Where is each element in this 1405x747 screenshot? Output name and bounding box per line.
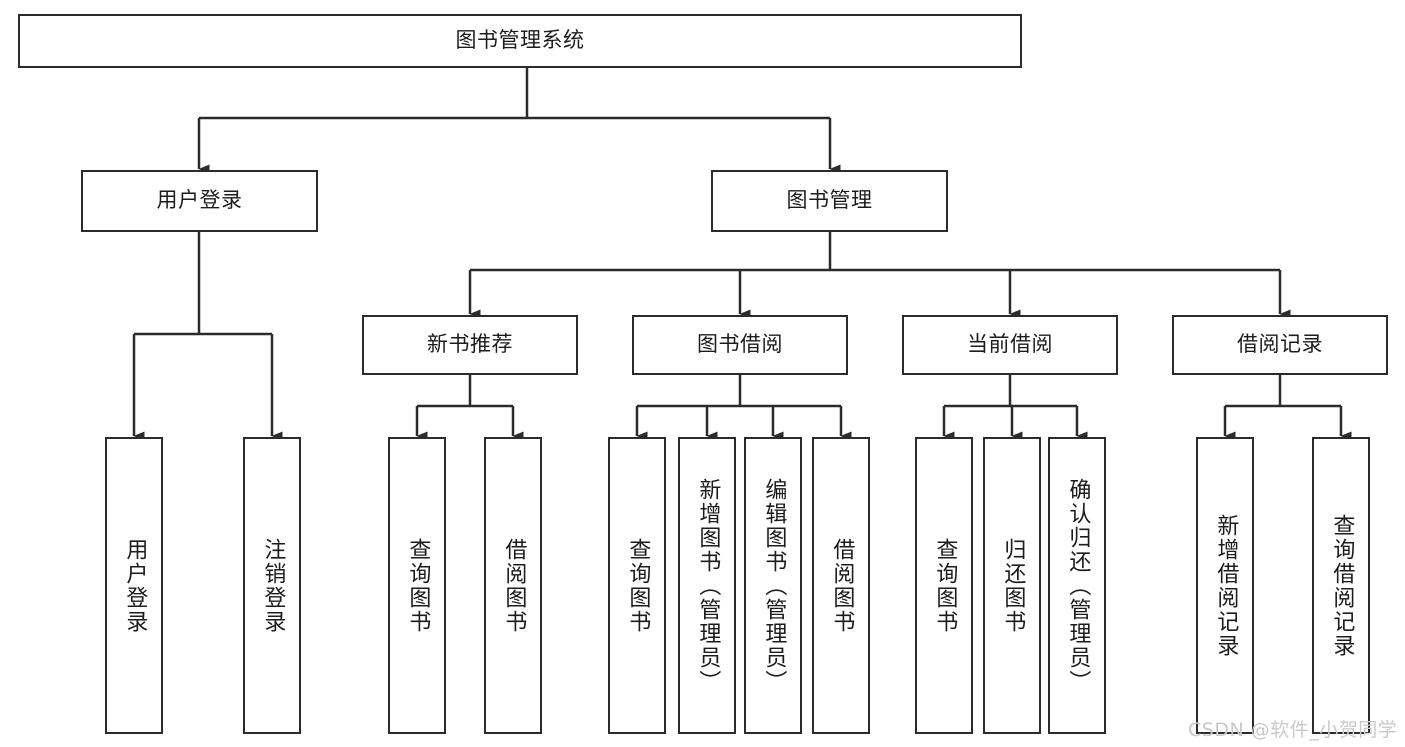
node-leaf-edit-book-label: 编辑图书（管理员） <box>761 477 787 694</box>
node-leaf-return-book-label: 归还图书 <box>1000 537 1026 634</box>
node-book-manage[interactable]: 图书管理 <box>711 170 948 232</box>
node-book-borrow[interactable]: 图书借阅 <box>632 315 848 375</box>
node-leaf-confirm-return[interactable]: 确认归还（管理员） <box>1048 437 1106 734</box>
node-leaf-borrow-book-1-label: 借阅图书 <box>501 537 527 634</box>
edge-group <box>132 68 1352 441</box>
node-current-borrow[interactable]: 当前借阅 <box>902 315 1118 375</box>
node-leaf-query-book-2-label: 查询图书 <box>625 537 651 634</box>
edge-trunk-book-manage <box>470 232 1280 272</box>
edge-trunk-current-borrow <box>944 375 1077 408</box>
node-book-manage-label: 图书管理 <box>786 188 873 213</box>
node-leaf-query-borrow-record[interactable]: 查询借阅记录 <box>1312 437 1370 734</box>
node-leaf-query-book-1-label: 查询图书 <box>405 537 431 634</box>
node-leaf-query-book-3[interactable]: 查询图书 <box>915 437 973 734</box>
node-leaf-edit-book[interactable]: 编辑图书（管理员） <box>744 437 802 734</box>
node-leaf-add-borrow-record[interactable]: 新增借阅记录 <box>1196 437 1254 734</box>
node-leaf-user-login[interactable]: 用户登录 <box>105 437 163 734</box>
node-leaf-user-login-label: 用户登录 <box>122 537 148 634</box>
node-new-book-recommend[interactable]: 新书推荐 <box>362 315 578 375</box>
node-leaf-query-borrow-record-label: 查询借阅记录 <box>1329 513 1355 658</box>
node-user-login-label: 用户登录 <box>156 188 243 213</box>
node-leaf-return-book[interactable]: 归还图书 <box>983 437 1041 734</box>
node-leaf-logout[interactable]: 注销登录 <box>243 437 301 734</box>
node-leaf-add-book[interactable]: 新增图书（管理员） <box>678 437 736 734</box>
edge-trunk-new-book-recommend <box>417 375 513 408</box>
edge-trunk-root <box>199 68 830 120</box>
edge-trunk-user-login <box>134 232 272 336</box>
node-user-login[interactable]: 用户登录 <box>81 170 318 232</box>
node-leaf-confirm-return-label: 确认归还（管理员） <box>1065 477 1091 694</box>
node-leaf-query-book-1[interactable]: 查询图书 <box>388 437 446 734</box>
node-book-borrow-label: 图书借阅 <box>697 332 783 357</box>
node-borrow-record-label: 借阅记录 <box>1237 332 1323 357</box>
node-leaf-add-borrow-record-label: 新增借阅记录 <box>1213 513 1239 658</box>
node-new-book-recommend-label: 新书推荐 <box>427 332 513 357</box>
node-leaf-borrow-book-1[interactable]: 借阅图书 <box>484 437 542 734</box>
node-leaf-query-book-2[interactable]: 查询图书 <box>608 437 666 734</box>
node-current-borrow-label: 当前借阅 <box>967 332 1053 357</box>
node-leaf-borrow-book-2[interactable]: 借阅图书 <box>812 437 870 734</box>
node-leaf-logout-label: 注销登录 <box>260 537 286 634</box>
edge-trunk-book-borrow <box>637 375 841 408</box>
csdn-watermark: CSDN @软件_小贺同学 <box>1188 719 1398 741</box>
node-leaf-borrow-book-2-label: 借阅图书 <box>829 537 855 634</box>
node-leaf-query-book-3-label: 查询图书 <box>932 537 958 634</box>
node-borrow-record[interactable]: 借阅记录 <box>1172 315 1388 375</box>
node-root-system[interactable]: 图书管理系统 <box>18 14 1022 68</box>
edge-trunk-borrow-record <box>1225 375 1341 408</box>
node-root-system-label: 图书管理系统 <box>455 28 585 53</box>
node-leaf-add-book-label: 新增图书（管理员） <box>695 477 721 694</box>
